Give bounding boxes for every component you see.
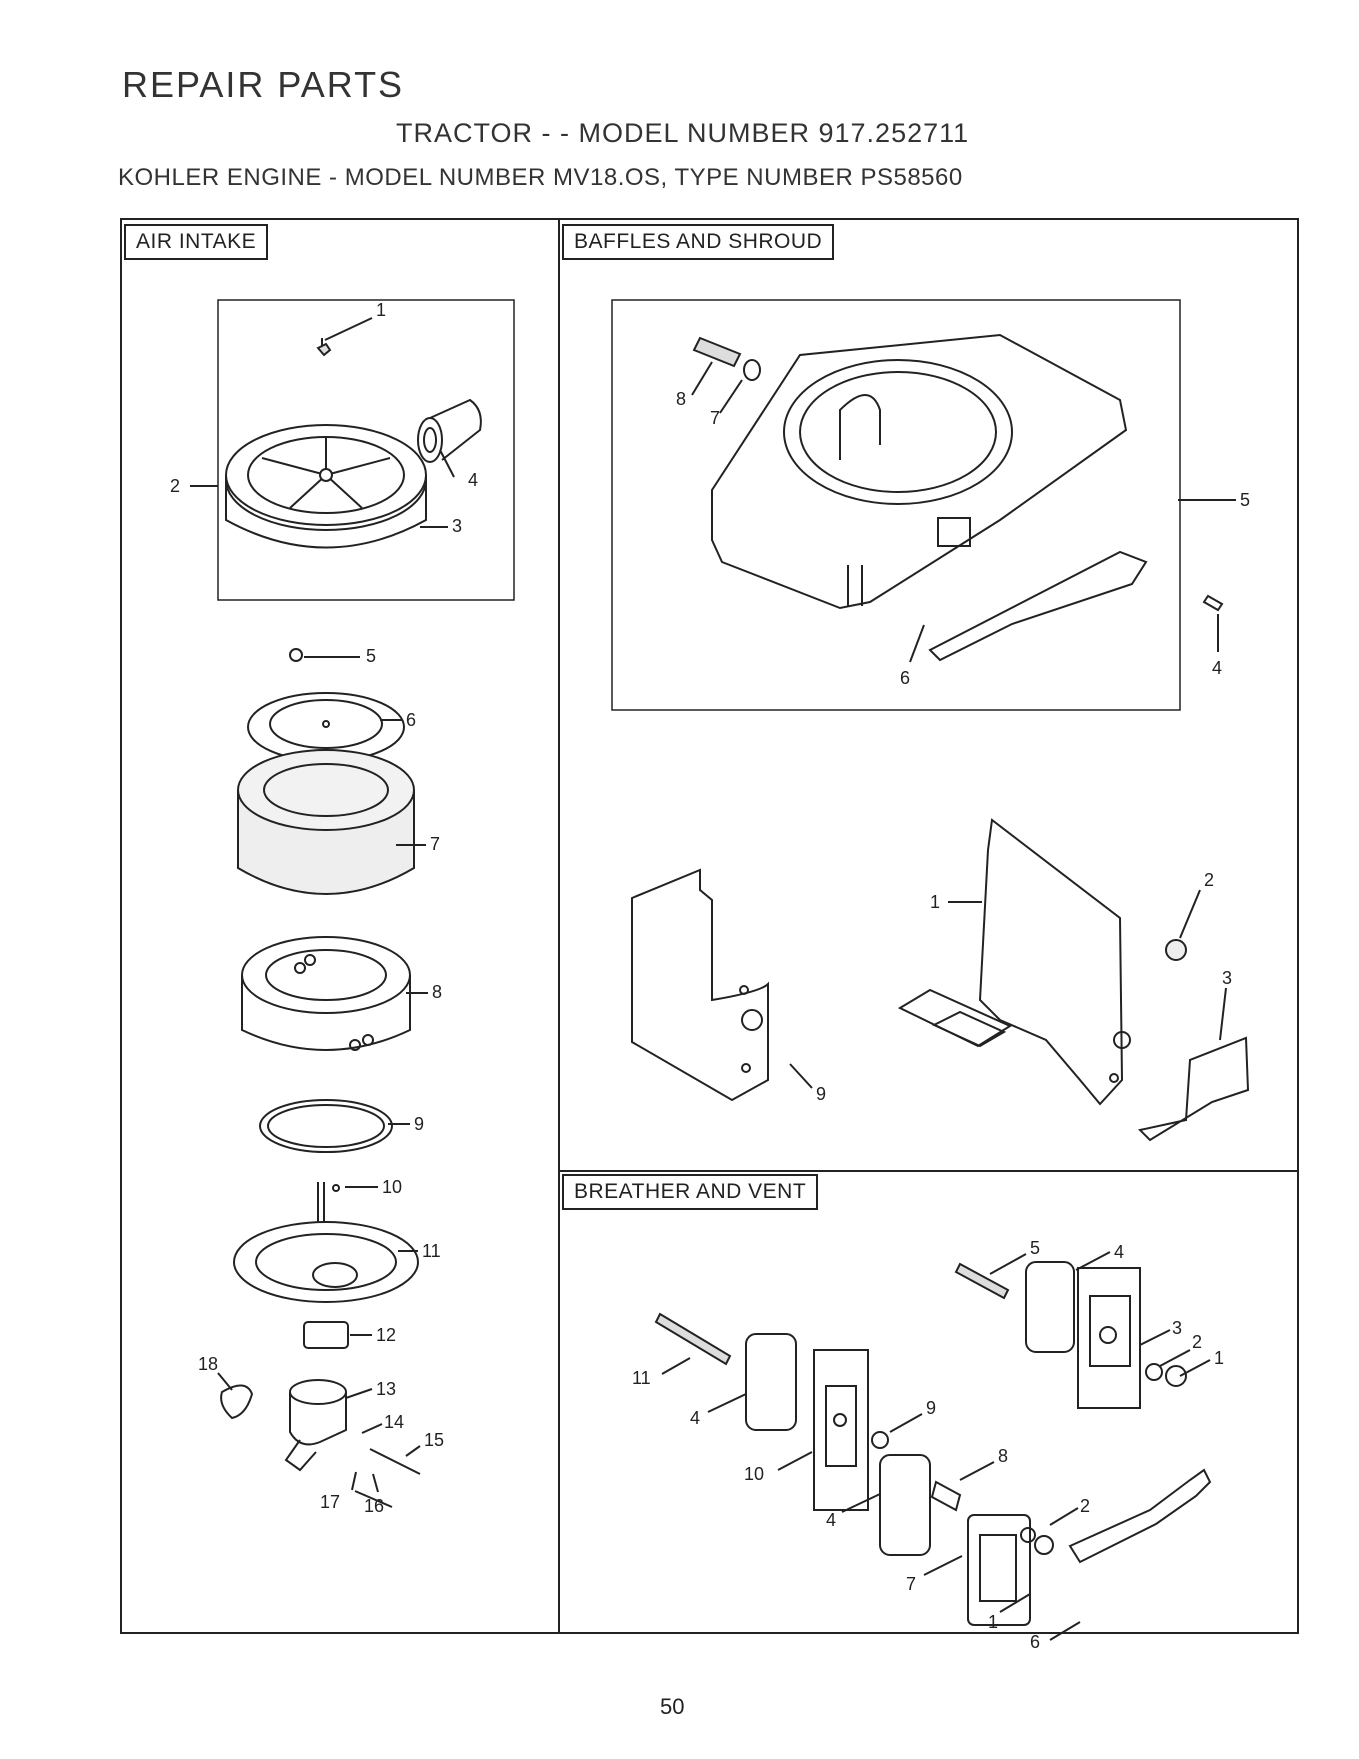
- callout-bv-11: 11: [632, 1368, 651, 1388]
- baffles-shroud-illustrations: [612, 300, 1248, 1140]
- callout-bs-3: 3: [1222, 968, 1232, 988]
- callout-ai-9: 9: [414, 1114, 424, 1134]
- callout-bv-9: 9: [926, 1398, 936, 1418]
- callout-bs-7: 7: [710, 408, 720, 428]
- callout-ai-11: 11: [422, 1241, 441, 1261]
- air-cleaner-cover-drawing: [226, 425, 426, 548]
- small-gasket-drawing: [304, 1322, 348, 1348]
- left-gasket-drawing: [746, 1334, 796, 1430]
- screw-drawing: [370, 1449, 420, 1474]
- callout-ai-14: 14: [384, 1412, 404, 1432]
- precleaner-drawing: [238, 750, 414, 894]
- callout-ai-5: 5: [366, 646, 376, 666]
- baffle-nut-drawing: [1166, 940, 1186, 960]
- callout-bv-6: 6: [1030, 1632, 1040, 1652]
- vent-tube-drawing: [1070, 1470, 1210, 1562]
- callout-bs-8: 8: [676, 389, 686, 409]
- callout-bv-7: 7: [906, 1574, 916, 1594]
- callout-ai-8: 8: [432, 982, 442, 1002]
- gasket-drawing: [260, 1100, 392, 1152]
- lower-gasket-drawing: [880, 1455, 930, 1555]
- callout-bs-4: 4: [1212, 658, 1222, 678]
- callout-ai-1: 1: [376, 300, 386, 320]
- breather-vent-callouts: 5 4 3 2 1 11 4 9 10 8 4 2 7 1 6: [632, 1238, 1224, 1652]
- callout-bv-2-lower: 2: [1080, 1496, 1090, 1516]
- callout-bv-2-top: 2: [1192, 1332, 1202, 1352]
- upper-gasket-drawing: [1026, 1262, 1074, 1352]
- inlet-tube-drawing: [418, 400, 481, 462]
- callout-ai-7: 7: [430, 834, 440, 854]
- flange-gasket-drawing: [221, 1385, 252, 1418]
- callout-bv-8: 8: [998, 1446, 1008, 1466]
- callout-bv-4-lower: 4: [826, 1510, 836, 1530]
- callout-bs-9: 9: [816, 1084, 826, 1104]
- callout-ai-13: 13: [376, 1379, 396, 1399]
- washer-drawing: [1146, 1364, 1162, 1380]
- callout-bv-1-top: 1: [1214, 1348, 1224, 1368]
- callout-ai-16: 16: [364, 1496, 384, 1516]
- callout-ai-10: 10: [382, 1177, 402, 1197]
- callout-bs-2: 2: [1204, 870, 1214, 890]
- callout-bs-5: 5: [1240, 490, 1250, 510]
- left-baffle-drawing: [632, 870, 812, 1100]
- air-intake-illustrations: [190, 300, 514, 1507]
- callout-bv-4-top: 4: [1114, 1242, 1124, 1262]
- reed-drawing: [872, 1432, 888, 1448]
- callout-ai-4: 4: [468, 470, 478, 490]
- page-number: 50: [660, 1694, 684, 1720]
- breather-vent-illustrations: [656, 1252, 1210, 1640]
- callout-ai-17: 17: [320, 1492, 340, 1512]
- callout-ai-3: 3: [452, 516, 462, 536]
- lower-cover-drawing: [968, 1515, 1030, 1625]
- reed-plate-drawing: [814, 1350, 868, 1510]
- right-baffle-drawing: [900, 820, 1130, 1104]
- wing-nut-drawing: [318, 338, 330, 355]
- baffle-bracket-drawing: [1140, 1038, 1248, 1140]
- baffle-strip-drawing: [930, 552, 1146, 660]
- callout-ai-6: 6: [406, 710, 416, 730]
- elbow-drawing: [221, 1380, 346, 1470]
- callout-bv-5: 5: [1030, 1238, 1040, 1258]
- filter-element-drawing: [242, 937, 410, 1050]
- blower-housing-drawing: [712, 335, 1126, 608]
- callout-bv-1-lower: 1: [988, 1612, 998, 1632]
- callout-ai-12: 12: [376, 1325, 396, 1345]
- callout-bs-6: 6: [900, 668, 910, 688]
- callout-bs-1: 1: [930, 892, 940, 912]
- callout-ai-18: 18: [198, 1354, 218, 1374]
- callout-bv-3: 3: [1172, 1318, 1182, 1338]
- callout-bv-4-left: 4: [690, 1408, 700, 1428]
- callout-ai-2: 2: [170, 476, 180, 496]
- long-stud-drawing: [656, 1314, 730, 1364]
- base-plate-drawing: [234, 1182, 418, 1302]
- callout-bv-10: 10: [744, 1464, 764, 1484]
- shroud-screw-drawing: [1204, 596, 1222, 610]
- breather-filter-drawing: [932, 1482, 960, 1510]
- callout-ai-15: 15: [424, 1430, 444, 1450]
- nut-drawing: [290, 649, 302, 661]
- breather-nut-drawing: [1166, 1366, 1186, 1386]
